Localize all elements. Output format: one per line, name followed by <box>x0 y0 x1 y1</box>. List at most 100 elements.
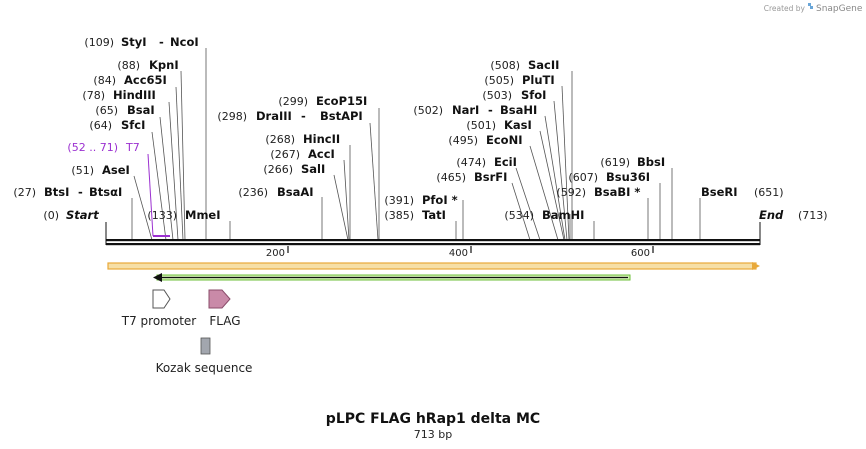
svg-text:PluTI: PluTI <box>522 73 555 87</box>
site-leader-lines <box>131 48 701 241</box>
site-line-kasi <box>539 130 565 241</box>
svg-text:(503): (503) <box>482 89 512 102</box>
site-bsabi[interactable]: (592) BsaBI * <box>556 185 640 199</box>
site-acc65i[interactable]: (84) Acc65I <box>93 73 166 87</box>
svg-text:(474): (474) <box>456 156 486 169</box>
site-nari-bsahi[interactable]: (502) NarI - BsaHI <box>413 103 537 117</box>
svg-text:(266): (266) <box>263 163 293 176</box>
svg-text:(133): (133) <box>147 209 177 222</box>
svg-text:TatI: TatI <box>422 208 446 222</box>
site-btsi-btsai[interactable]: (27) BtsI - BtsαI <box>13 185 122 199</box>
site-line-acci <box>343 159 350 241</box>
svg-text:AseI: AseI <box>102 163 130 177</box>
site-hindiii[interactable]: (78) HindIII <box>82 88 155 102</box>
site-bsaai[interactable]: (236) BsaAI <box>238 185 313 199</box>
site-sfoi[interactable]: (503) SfoI <box>482 88 546 102</box>
svg-text:MmeI: MmeI <box>185 208 221 222</box>
site-bsu36i[interactable]: (607) Bsu36I <box>568 170 650 184</box>
site-styi-ncoi[interactable]: (109) StyI - NcoI <box>84 35 198 49</box>
site-line-sali <box>333 174 349 241</box>
site-bsai[interactable]: (65) BsaI <box>95 103 154 117</box>
site-bamhi[interactable]: (534) BamHI <box>504 208 584 222</box>
site-bseri[interactable]: BseRI (651) <box>701 185 784 199</box>
svg-text:BseRI: BseRI <box>701 185 738 199</box>
svg-text:(236): (236) <box>238 186 268 199</box>
svg-text:BsrFI: BsrFI <box>474 170 507 184</box>
svg-text:(465): (465) <box>436 171 466 184</box>
svg-text:(84): (84) <box>93 74 116 87</box>
site-kasi[interactable]: (501) KasI <box>466 118 531 132</box>
svg-text:(298): (298) <box>217 110 247 123</box>
svg-text:KasI: KasI <box>504 118 532 132</box>
flag-feature-icon[interactable] <box>208 289 231 309</box>
site-asei[interactable]: (51) AseI <box>71 163 129 177</box>
svg-text:(299): (299) <box>278 95 308 108</box>
site-ecii[interactable]: (474) EciI <box>456 155 517 169</box>
site-acci[interactable]: (267) AccI <box>270 147 334 161</box>
svg-text:DraIII: DraIII <box>256 109 292 123</box>
scale-label-200: 200 <box>266 248 285 259</box>
svg-text:KpnI: KpnI <box>149 58 179 72</box>
start-label: Start <box>66 208 99 222</box>
svg-text:-: - <box>488 103 493 117</box>
kozak-label: Kozak sequence <box>156 361 253 375</box>
svg-text:SalI: SalI <box>301 162 325 176</box>
site-line-bsai <box>159 116 174 241</box>
site-sfci[interactable]: (64) SfcI <box>89 118 145 132</box>
svg-text:(65): (65) <box>95 104 118 117</box>
svg-text:T7: T7 <box>125 141 140 154</box>
orf-reverse-green[interactable] <box>153 273 631 282</box>
site-draiii-bstapi[interactable]: (298) DraIII - BstAPI <box>217 109 362 123</box>
primer-t7-label[interactable]: (52 .. 71) T7 <box>67 141 139 154</box>
svg-text:(64): (64) <box>89 119 112 132</box>
end-label: End <box>759 208 784 222</box>
site-kpni[interactable]: (88) KpnI <box>117 58 178 72</box>
site-hincii[interactable]: (268) HincII <box>265 132 340 146</box>
svg-text:SacII: SacII <box>528 58 559 72</box>
svg-text:AccI: AccI <box>308 147 335 161</box>
site-line-bsrfi <box>511 182 531 241</box>
kozak-feature-icon[interactable] <box>200 337 211 355</box>
svg-text:NarI: NarI <box>452 103 479 117</box>
site-line-sfoi <box>553 100 568 241</box>
svg-text:HindIII: HindIII <box>113 88 156 102</box>
svg-text:(505): (505) <box>484 74 514 87</box>
svg-text:BsaBI *: BsaBI * <box>594 185 640 199</box>
backbone-top-strand <box>106 239 760 242</box>
site-mmei[interactable]: (133) MmeI <box>147 208 220 222</box>
site-pfoi[interactable]: (391) PfoI * <box>384 193 457 207</box>
svg-text:BtsαI: BtsαI <box>89 185 122 199</box>
svg-text:EciI: EciI <box>494 155 517 169</box>
svg-text:BbsI: BbsI <box>637 155 665 169</box>
snapgene-logo-icon <box>808 3 813 9</box>
site-sacii[interactable]: (508) SacII <box>490 58 559 72</box>
scale-label-600: 600 <box>631 248 650 259</box>
svg-text:(78): (78) <box>82 89 105 102</box>
svg-text:(385): (385) <box>384 209 414 222</box>
site-tati[interactable]: (385) TatI <box>384 208 446 222</box>
svg-text:(109): (109) <box>84 36 114 49</box>
svg-text:Acc65I: Acc65I <box>124 73 167 87</box>
t7-promoter-feature-icon[interactable] <box>152 289 171 309</box>
svg-text:BsaAI: BsaAI <box>277 185 314 199</box>
site-bbsi[interactable]: (619) BbsI <box>600 155 665 169</box>
svg-text:(508): (508) <box>490 59 520 72</box>
site-ecop15i[interactable]: (299) EcoP15I <box>278 94 367 108</box>
svg-text:-: - <box>301 109 306 123</box>
svg-text:(52 .. 71): (52 .. 71) <box>67 141 118 154</box>
svg-text:(268): (268) <box>265 133 295 146</box>
site-pluti[interactable]: (505) PluTI <box>484 73 554 87</box>
flag-label: FLAG <box>209 314 240 328</box>
credit-text: Created by <box>764 4 806 13</box>
svg-text:BstAPI: BstAPI <box>320 109 363 123</box>
map-subtitle: 713 bp <box>414 428 452 441</box>
svg-text:BsaI: BsaI <box>127 103 155 117</box>
svg-text:(391): (391) <box>384 194 414 207</box>
t7-promoter-label: T7 promoter <box>121 314 197 328</box>
svg-text:(267): (267) <box>270 148 300 161</box>
site-bsrfi[interactable]: (465) BsrFI <box>436 170 507 184</box>
site-sali[interactable]: (266) SalI <box>263 162 325 176</box>
orf-forward-orange[interactable] <box>107 262 760 270</box>
site-econi[interactable]: (495) EcoNI <box>448 133 522 147</box>
